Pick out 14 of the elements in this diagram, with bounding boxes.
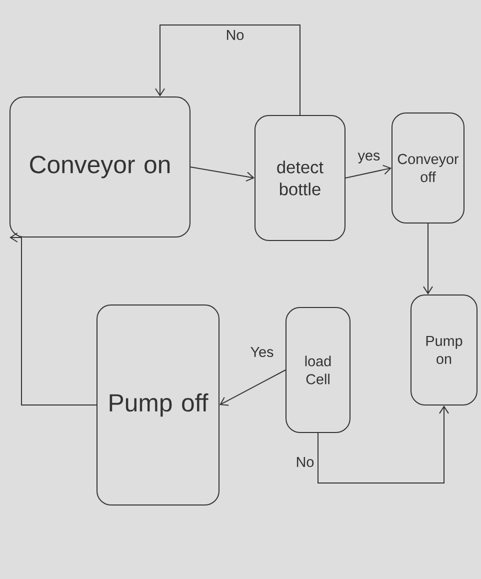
arrow <box>318 406 449 484</box>
process-box: detect bottle <box>254 115 346 241</box>
process-box: Conveyor on <box>10 96 190 238</box>
edge-label: yes <box>356 151 382 165</box>
arrow <box>10 232 97 406</box>
process-box: load Cell <box>286 307 350 433</box>
arrow <box>155 24 300 116</box>
arrow <box>423 223 433 294</box>
process-box: Pump off <box>96 304 220 506</box>
process-box: Pump on <box>410 294 478 406</box>
arrow <box>190 166 254 182</box>
arrow <box>220 370 286 406</box>
arrow <box>345 164 392 178</box>
process-box: Conveyor off <box>392 112 464 224</box>
